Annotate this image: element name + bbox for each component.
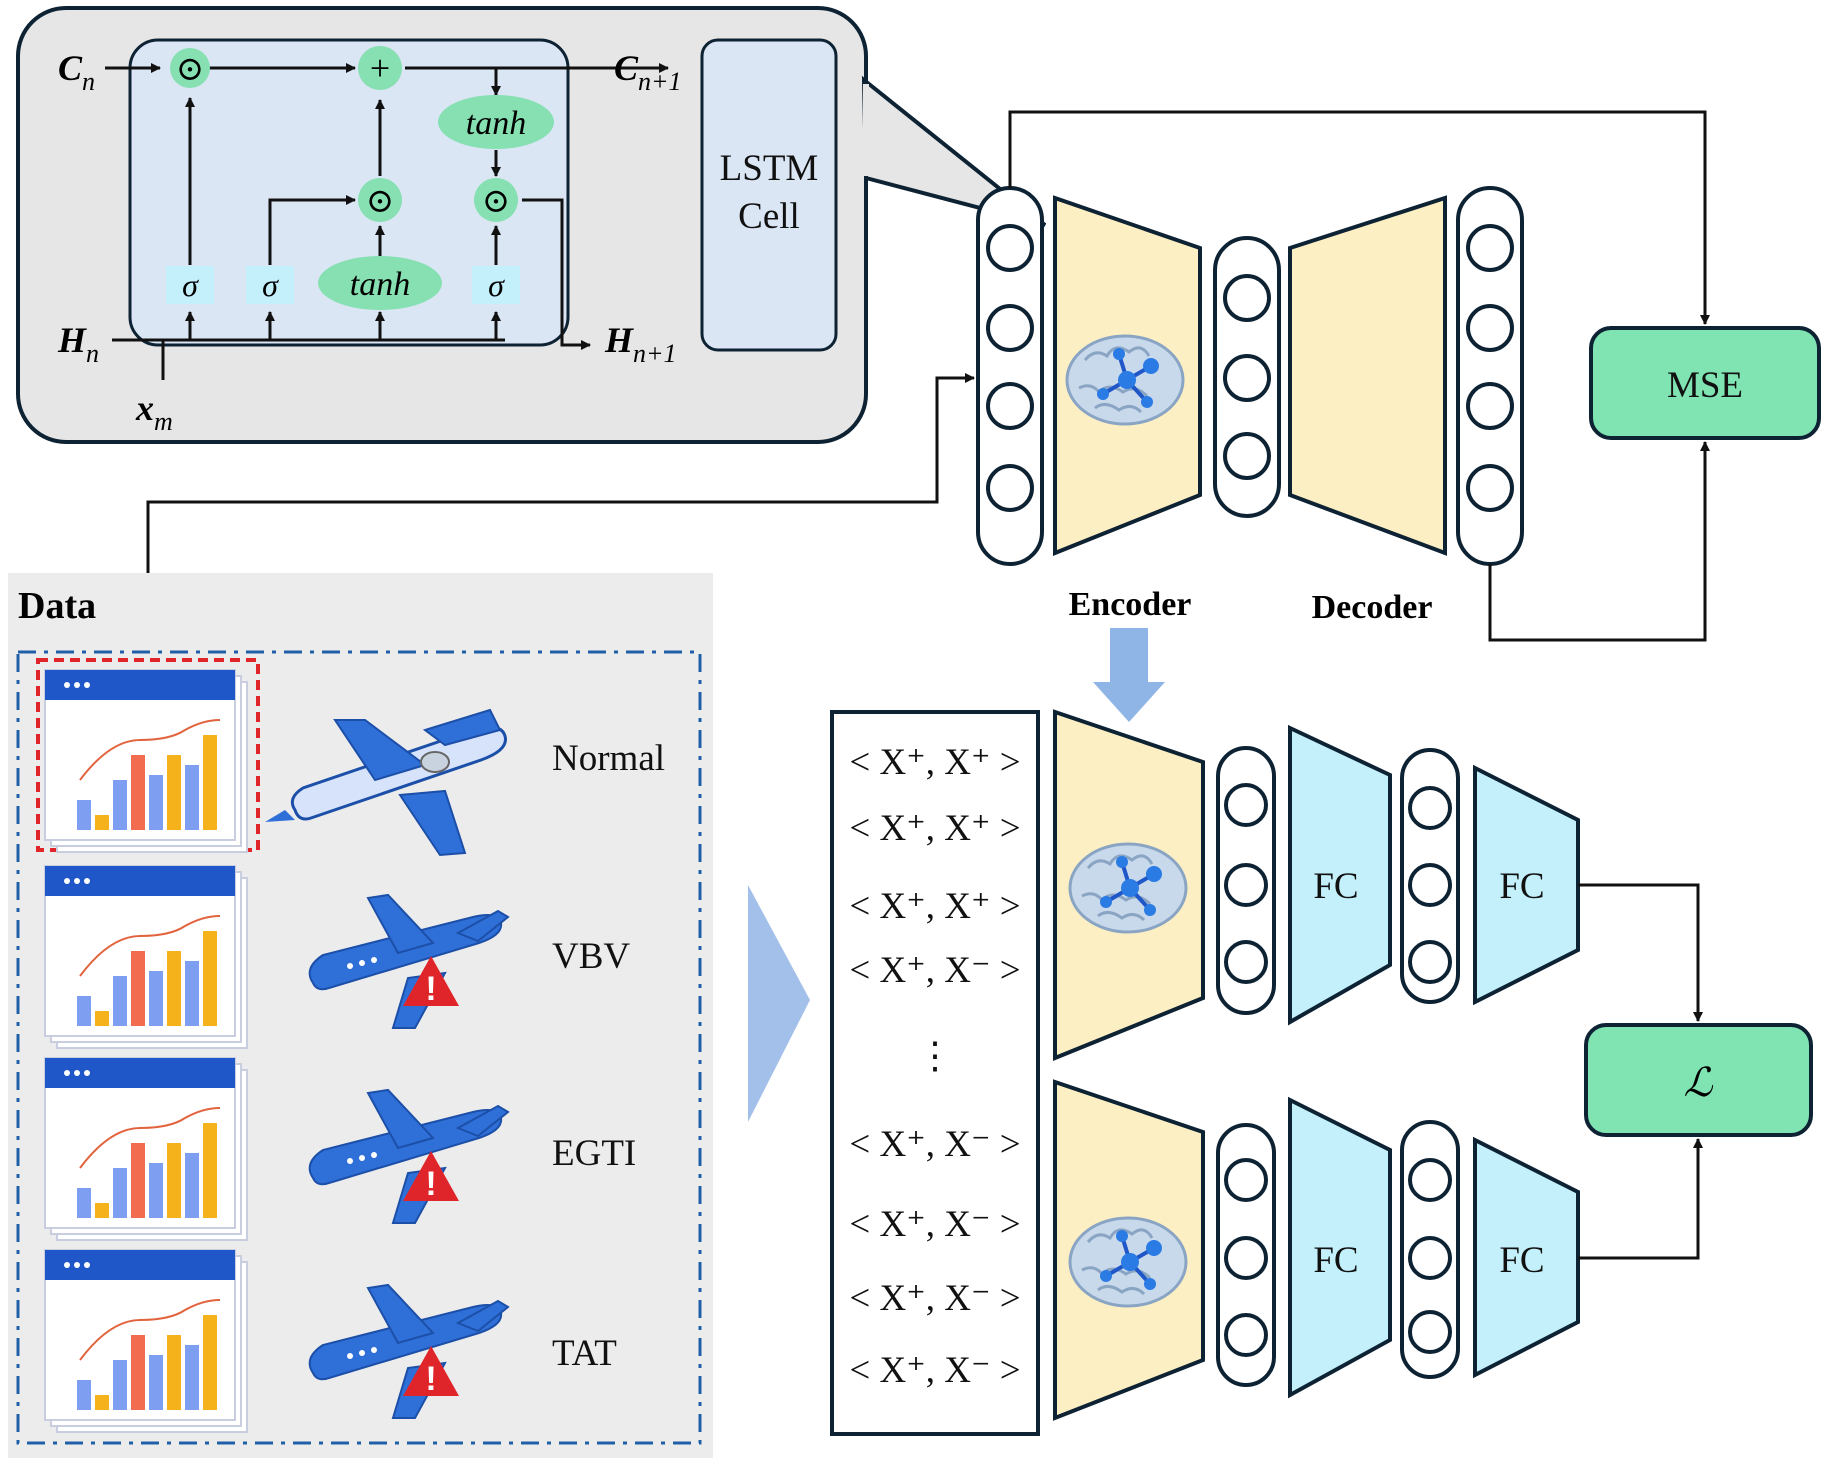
lstm-callout: LSTM Cell ⊙ +	[16, 6, 1047, 444]
pair-item: < X⁺, X⁻ >	[849, 1278, 1020, 1319]
class-normal: Normal	[552, 738, 665, 779]
contrastive-loss-label: ℒ	[1684, 1060, 1714, 1105]
op-mul-output: ⊙	[474, 178, 518, 222]
class-vbv: VBV	[552, 936, 630, 977]
lstm-cell-box	[700, 38, 838, 352]
sigma-forget: σ	[166, 266, 214, 304]
pair-ellipsis: ⋮	[917, 1036, 954, 1077]
chart-doc-tat	[44, 1249, 248, 1433]
decoder-block	[1288, 195, 1447, 556]
flow-chevron	[748, 885, 810, 1122]
plane-normal-icon	[265, 708, 507, 857]
encoder-label: Encoder	[1069, 586, 1192, 623]
contrastive-loss-box	[1584, 1023, 1813, 1137]
pair-item: < X⁺, X⁻ >	[849, 1204, 1020, 1245]
fc1-bottom-label: FC	[1313, 1240, 1358, 1281]
chart-doc-vbv	[44, 865, 248, 1049]
chart-doc-egti	[44, 1057, 248, 1241]
svg-text:+: +	[370, 48, 390, 88]
mse-box	[1589, 326, 1821, 440]
data-dashed-frame	[16, 650, 702, 1445]
pair-item: < X⁺, X⁺ >	[849, 886, 1020, 927]
data-title: Data	[18, 585, 96, 627]
pair-item: < X⁺, X⁻ >	[849, 950, 1020, 991]
siamese-branch-top: FC FC	[1053, 709, 1580, 1061]
fc1-top-label: FC	[1313, 866, 1358, 907]
svg-text:⊙: ⊙	[366, 183, 395, 220]
brain-icon	[1065, 334, 1185, 426]
label-c-out: Cn+1	[614, 48, 682, 96]
svg-text:⊙: ⊙	[482, 183, 511, 220]
autoencoder: Encoder Decoder MSE	[146, 110, 1821, 722]
fc2-top-label: FC	[1499, 866, 1544, 907]
brain-icon	[1068, 1216, 1188, 1308]
fc2-bottom	[1473, 1136, 1580, 1379]
fc1-bottom	[1288, 1096, 1392, 1399]
decoder-label: Decoder	[1312, 589, 1433, 626]
encoder-share-arrow	[1093, 628, 1165, 722]
class-egti: EGTI	[552, 1133, 636, 1174]
pairs-list: < X⁺, X⁺ > < X⁺, X⁺ > < X⁺, X⁺ > < X⁺, X…	[830, 710, 1040, 1436]
svg-text:σ: σ	[182, 267, 199, 303]
lstm-cell-label-1: LSTM	[720, 148, 819, 189]
chart-doc-normal	[44, 669, 248, 853]
pair-item: < X⁺, X⁻ >	[849, 1124, 1020, 1165]
label-c-in: Cn	[58, 48, 95, 96]
op-mul-input: ⊙	[358, 178, 402, 222]
pair-item: < X⁺, X⁻ >	[849, 1350, 1020, 1391]
pairs-box	[830, 710, 1040, 1436]
svg-text:σ: σ	[262, 267, 279, 303]
label-h-out: Hn+1	[604, 320, 677, 368]
brain-icon	[1068, 842, 1188, 934]
mse-label: MSE	[1667, 365, 1743, 406]
svg-text:tanh: tanh	[466, 105, 526, 142]
data-panel: Data Normal VBV EGTI TAT	[8, 573, 713, 1458]
tanh-cell: tanh	[438, 95, 554, 149]
svg-text:⊙: ⊙	[176, 51, 205, 88]
fc2-top	[1473, 764, 1580, 1006]
label-x-in: xm	[135, 388, 173, 436]
sigma-output: σ	[472, 266, 520, 304]
fc2-bottom-label: FC	[1499, 1240, 1544, 1281]
tanh-input: tanh	[318, 256, 442, 310]
pair-item: < X⁺, X⁺ >	[849, 742, 1020, 783]
siamese-branch-bottom: FC FC	[1053, 1079, 1580, 1421]
pair-item: < X⁺, X⁺ >	[849, 808, 1020, 849]
fc1-top	[1288, 724, 1392, 1026]
op-add: +	[358, 46, 402, 90]
svg-text:tanh: tanh	[350, 266, 410, 303]
op-mul-forget: ⊙	[170, 48, 210, 88]
label-h-in: Hn	[57, 320, 99, 368]
sigma-input: σ	[246, 266, 294, 304]
class-tat: TAT	[552, 1333, 617, 1374]
lstm-cell-label-2: Cell	[738, 196, 800, 237]
svg-text:σ: σ	[488, 267, 505, 303]
